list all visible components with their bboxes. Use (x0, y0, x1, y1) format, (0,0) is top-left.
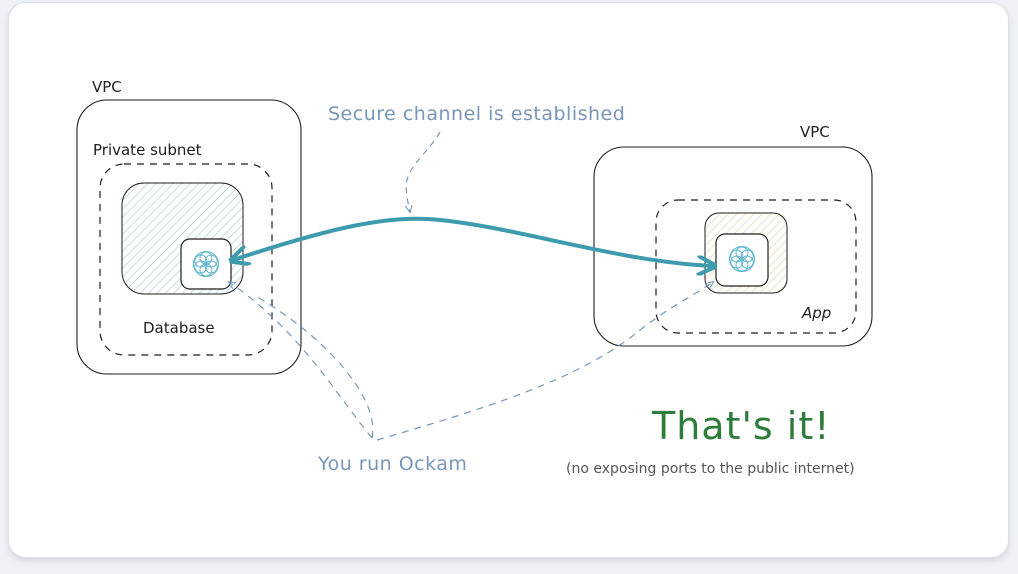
app-label: App (801, 304, 831, 322)
secure-channel-label: Secure channel is established (328, 103, 625, 125)
private-subnet-box (99, 163, 273, 356)
thats-it-heading: That's it! (651, 404, 831, 448)
secure-channel-pointer (406, 131, 441, 212)
you-run-ockam-label: You run Ockam (317, 453, 467, 475)
right-vpc-label: VPC (800, 123, 830, 141)
private-subnet-label: Private subnet (93, 141, 202, 159)
secure-channel-arrow (233, 216, 713, 266)
database-label: Database (143, 319, 215, 337)
you-run-pointer-left-a (229, 282, 373, 439)
you-run-pointer-left-b (255, 295, 374, 439)
left-vpc-label: VPC (92, 78, 122, 96)
no-exposed-ports-note: (no exposing ports to the public interne… (566, 461, 855, 477)
